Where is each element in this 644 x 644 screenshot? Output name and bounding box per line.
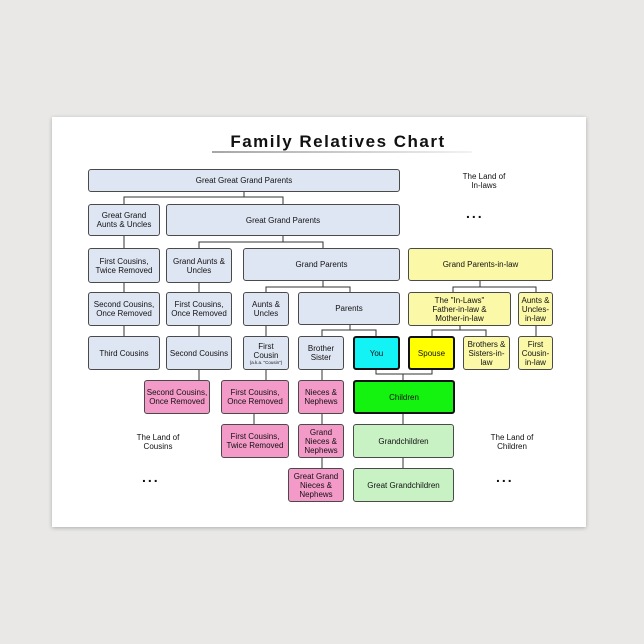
box-nieces-nephews: Nieces & Nephews (298, 380, 344, 414)
box-first-cousin: First Cousin (a.k.a. "Cousin") (243, 336, 289, 370)
link-gpil (452, 281, 537, 292)
box-in-laws: The "In-Laws" Father-in-law & Mother-in-… (408, 292, 511, 326)
chart-title: Family Relatives Chart (230, 132, 446, 151)
box-first-cousins-twice-removed-top: First Cousins, Twice Removed (88, 248, 160, 283)
box-great-grand-aunts-uncles: Great Grand Aunts & Uncles (88, 204, 160, 236)
box-great-grand-nieces-nephews: Great Grand Nieces & Nephews (288, 468, 344, 502)
box-spouse: Spouse (408, 336, 455, 370)
box-first-cousin-in-law: First Cousin- in-law (518, 336, 553, 370)
link-gg (198, 236, 324, 248)
link-gp (265, 281, 351, 292)
box-grand-parents: Grand Parents (243, 248, 400, 281)
ellipsis-children: ... (496, 469, 514, 485)
first-cousin-aka: (a.k.a. "Cousin") (249, 359, 283, 365)
box-great-grand-parents: Great Grand Parents (166, 204, 400, 236)
box-grand-nieces-nephews: Grand Nieces & Nephews (298, 424, 344, 458)
box-great-grandchildren: Great Grandchildren (353, 468, 454, 502)
link-you-spouse (375, 370, 433, 380)
box-grandchildren: Grandchildren (353, 424, 454, 458)
link-inlaws (431, 326, 487, 336)
ellipsis-cousins: ... (142, 469, 160, 485)
box-second-cousins: Second Cousins (166, 336, 232, 370)
label-land-of-children: The Land of Children (490, 433, 534, 451)
box-parents: Parents (298, 292, 400, 325)
box-second-cousins-once-removed-bottom: Second Cousins, Once Removed (144, 380, 210, 414)
title-shadow (212, 151, 472, 153)
box-brother-sister: Brother Sister (298, 336, 344, 370)
box-first-cousins-once-removed-bottom: First Cousins, Once Removed (221, 380, 289, 414)
box-aunts-uncles-in-law: Aunts & Uncles- in-law (518, 292, 553, 326)
box-first-cousins-twice-removed-bottom: First Cousins, Twice Removed (221, 424, 289, 458)
box-first-cousins-once-removed-top: First Cousins, Once Removed (166, 292, 232, 326)
box-second-cousins-once-removed-top: Second Cousins, Once Removed (88, 292, 160, 326)
box-third-cousins: Third Cousins (88, 336, 160, 370)
box-great-great-grand-parents: Great Great Grand Parents (88, 169, 400, 192)
box-grand-aunts-uncles: Grand Aunts & Uncles (166, 248, 232, 283)
label-land-of-in-laws: The Land of In-laws (462, 172, 506, 190)
link-parents (321, 325, 377, 336)
ellipsis-in-laws: ... (466, 205, 484, 221)
label-land-of-cousins: The Land of Cousins (136, 433, 180, 451)
box-brothers-sisters-in-law: Brothers & Sisters-in- law (463, 336, 510, 370)
box-children: Children (353, 380, 455, 414)
box-grand-parents-in-law: Grand Parents-in-law (408, 248, 553, 281)
box-aunts-uncles: Aunts & Uncles (243, 292, 289, 326)
box-you: You (353, 336, 400, 370)
link-ggg (123, 192, 284, 204)
first-cousin-label: First Cousin (253, 341, 279, 360)
